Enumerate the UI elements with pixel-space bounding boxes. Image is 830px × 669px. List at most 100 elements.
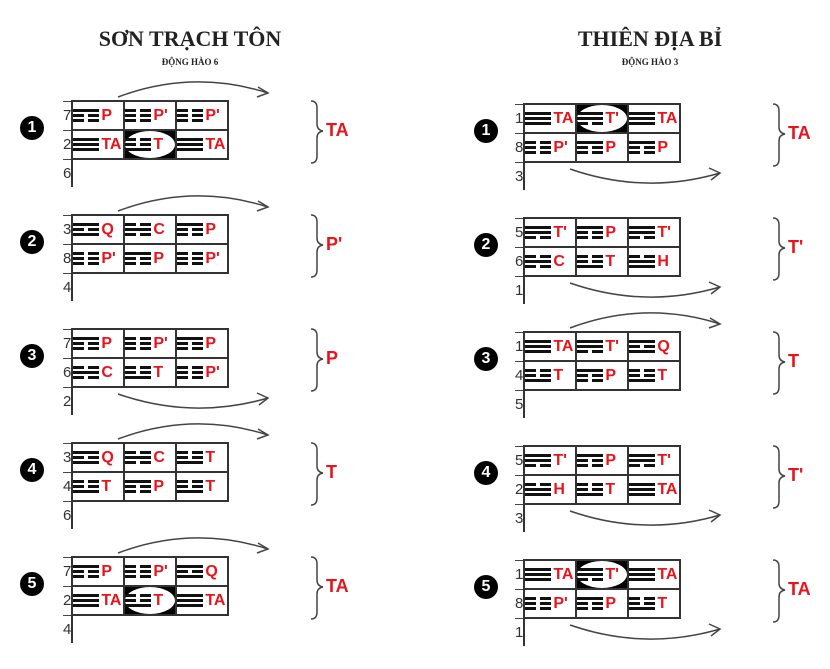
trigram-cell: T': [627, 217, 682, 248]
trigram-cell: TA: [627, 103, 682, 134]
trigram-label: P: [605, 594, 617, 612]
brace-icon: [310, 556, 324, 620]
row-number: 2: [63, 585, 74, 615]
trigram-label: TA: [657, 109, 678, 127]
trigram-label: T: [153, 363, 164, 381]
trigram-icon: [125, 337, 152, 350]
trigram-icon: [73, 594, 100, 607]
trigram-icon: [577, 141, 604, 154]
trigram-cell: P: [575, 360, 630, 391]
trigram-cell: P: [575, 445, 630, 476]
trigram-label: TA: [553, 109, 574, 127]
trigram-label: H: [657, 252, 669, 270]
trigram-icon: [177, 223, 204, 236]
trigram-label: T': [553, 223, 567, 241]
trigram-icon: [577, 369, 604, 382]
transition-arrow-icon: [569, 167, 722, 184]
row-number: 5: [515, 445, 526, 475]
trigram-cell: T: [71, 471, 126, 502]
trigram-label: P: [153, 249, 165, 267]
row-number: 1: [515, 103, 526, 133]
transition-arrow-icon: [569, 623, 722, 640]
result-label: TA: [326, 576, 349, 596]
trigram-label: TA: [553, 565, 574, 583]
trigram-cell: P': [523, 588, 578, 619]
trigram-cell: P': [71, 243, 126, 274]
row-number: 6: [515, 246, 526, 276]
trigram-icon: [125, 109, 152, 122]
trigram-cell: T: [175, 471, 230, 502]
trigram-label: P: [605, 451, 617, 469]
trigram-icon: [177, 138, 204, 151]
trigram-cell: C: [123, 442, 178, 473]
trigram-icon: [125, 252, 152, 265]
transition-arrow-icon: [117, 537, 270, 554]
row-number: 4: [63, 272, 74, 301]
trigram-label: P: [101, 562, 113, 580]
trigram-icon: [73, 451, 100, 464]
trigram-label: T: [605, 252, 616, 270]
trigram-icon: [73, 337, 100, 350]
trigram-cell: P': [123, 100, 178, 131]
trigram-cell: P': [175, 357, 230, 388]
trigram-cell: TA: [71, 585, 126, 616]
trigram-icon: [125, 451, 152, 464]
trigram-icon: [525, 226, 552, 239]
trigram-label: P: [101, 106, 113, 124]
trigram-icon: [525, 255, 552, 268]
highlighted-trigram-cell: T': [575, 559, 630, 590]
trigram-label: T': [605, 337, 619, 355]
right-title: THIÊN ĐỊA BỈ: [577, 26, 723, 51]
trigram-label: P': [205, 363, 220, 381]
transition-arrow-icon: [117, 392, 270, 409]
row-number: 1: [515, 331, 526, 361]
row-number: 3: [63, 442, 74, 472]
trigram-label: T': [553, 451, 567, 469]
trigram-label: H: [553, 480, 565, 498]
trigram-icon: [577, 597, 604, 610]
trigram-cell: P: [175, 214, 230, 245]
trigram-label: P': [205, 249, 220, 267]
row-number: 6: [63, 158, 74, 187]
trigram-icon: [629, 226, 656, 239]
result-label: T': [788, 237, 804, 257]
trigram-label: TA: [205, 591, 226, 609]
trigram-label: TA: [205, 135, 226, 153]
trigram-cell: P: [575, 132, 630, 163]
trigram-icon: [125, 138, 152, 151]
brace-icon: [310, 214, 324, 278]
trigram-label: T': [657, 223, 671, 241]
trigram-label: T: [101, 477, 112, 495]
trigram-label: P': [153, 106, 168, 124]
trigram-label: P': [205, 106, 220, 124]
trigram-cell: P: [71, 100, 126, 131]
step-number-badge: 2: [20, 230, 44, 254]
trigram-label: P: [153, 477, 165, 495]
trigram-label: TA: [657, 480, 678, 498]
trigram-cell: T: [627, 360, 682, 391]
trigram-label: T': [605, 565, 619, 583]
trigram-icon: [525, 454, 552, 467]
trigram-label: P: [605, 223, 617, 241]
row-number: 8: [515, 588, 526, 618]
row-number: 6: [63, 500, 74, 529]
trigram-cell: P: [627, 132, 682, 163]
trigram-label: P': [153, 334, 168, 352]
row-number: 8: [63, 243, 74, 273]
trigram-cell: TA: [175, 129, 230, 160]
trigram-icon: [525, 112, 552, 125]
trigram-icon: [73, 366, 100, 379]
trigram-label: C: [153, 448, 165, 466]
row-number: 4: [63, 614, 74, 643]
transition-arrow-icon: [569, 509, 722, 526]
